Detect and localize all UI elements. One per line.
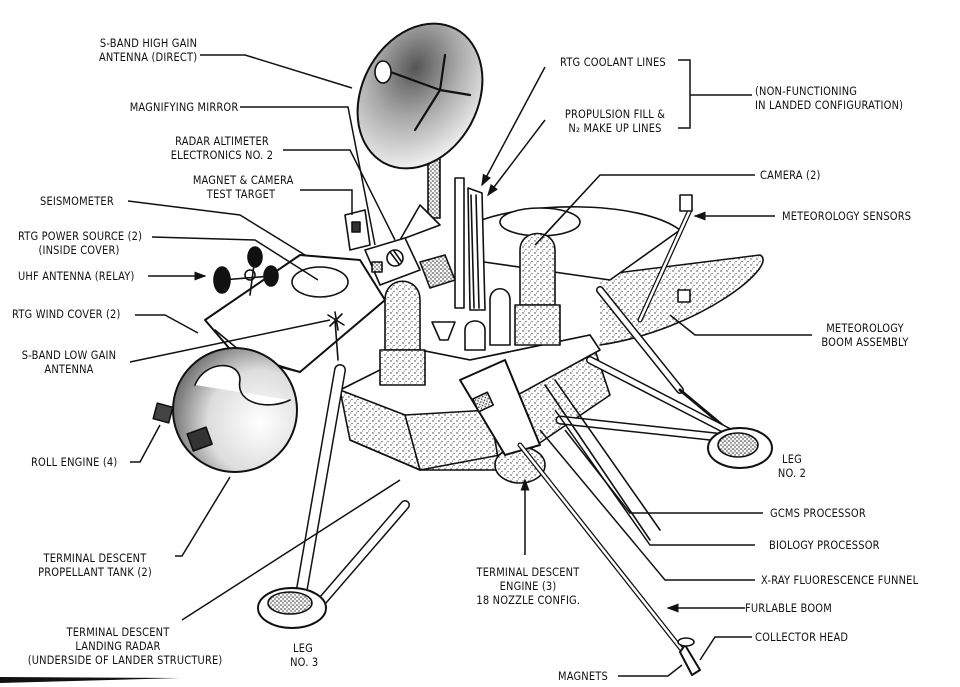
- label-propulsion-fill: PROPULSION FILL &N₂ MAKE UP LINES: [564, 107, 666, 135]
- label-furlable-boom: FURLABLE BOOM: [745, 601, 832, 615]
- label-magnifying-mirror: MAGNIFYING MIRROR: [129, 100, 238, 114]
- label-gcms-processor: GCMS PROCESSOR: [770, 506, 866, 520]
- instrument-boxes: [344, 209, 456, 289]
- camera-masts: [379, 232, 561, 386]
- vertical-lines: [454, 177, 486, 311]
- uhf-antenna-shape: [213, 246, 279, 296]
- label-biology-processor: BIOLOGY PROCESSOR: [769, 538, 880, 552]
- xray-funnel-shape: [431, 321, 456, 341]
- label-camera: CAMERA (2): [760, 168, 821, 182]
- leg-3-shape: [257, 364, 501, 629]
- roll-engine-shape: [152, 402, 174, 424]
- label-xray-funnel: X-RAY FLUORESCENCE FUNNEL: [761, 573, 919, 587]
- label-meteorology-sensors: METEOROLOGY SENSORS: [782, 209, 912, 223]
- sampler-arm: [459, 359, 701, 676]
- leg-2-shape: [555, 356, 773, 469]
- scan-edge: [0, 677, 180, 683]
- label-magnets: MAGNETS: [558, 669, 608, 683]
- label-collector-head: COLLECTOR HEAD: [755, 630, 849, 644]
- label-rtg-power-source: RTG POWER SOURCE (2)(INSIDE COVER): [17, 229, 143, 257]
- leader-lines: [127, 54, 812, 677]
- label-rtg-wind-cover: RTG WIND COVER (2): [12, 307, 121, 321]
- label-roll-engine: ROLL ENGINE (4): [31, 455, 118, 469]
- high-gain-dish: [356, 22, 484, 241]
- label-rtg-coolant-lines: RTG COOLANT LINES: [560, 55, 666, 69]
- meteorology-boom-shape: [596, 194, 742, 442]
- low-gain-antenna-shape: [327, 311, 345, 361]
- label-uhf-antenna: UHF ANTENNA (RELAY): [18, 269, 135, 283]
- propellant-tank-shape: [172, 347, 298, 473]
- label-seismometer: SEISMOMETER: [40, 194, 114, 208]
